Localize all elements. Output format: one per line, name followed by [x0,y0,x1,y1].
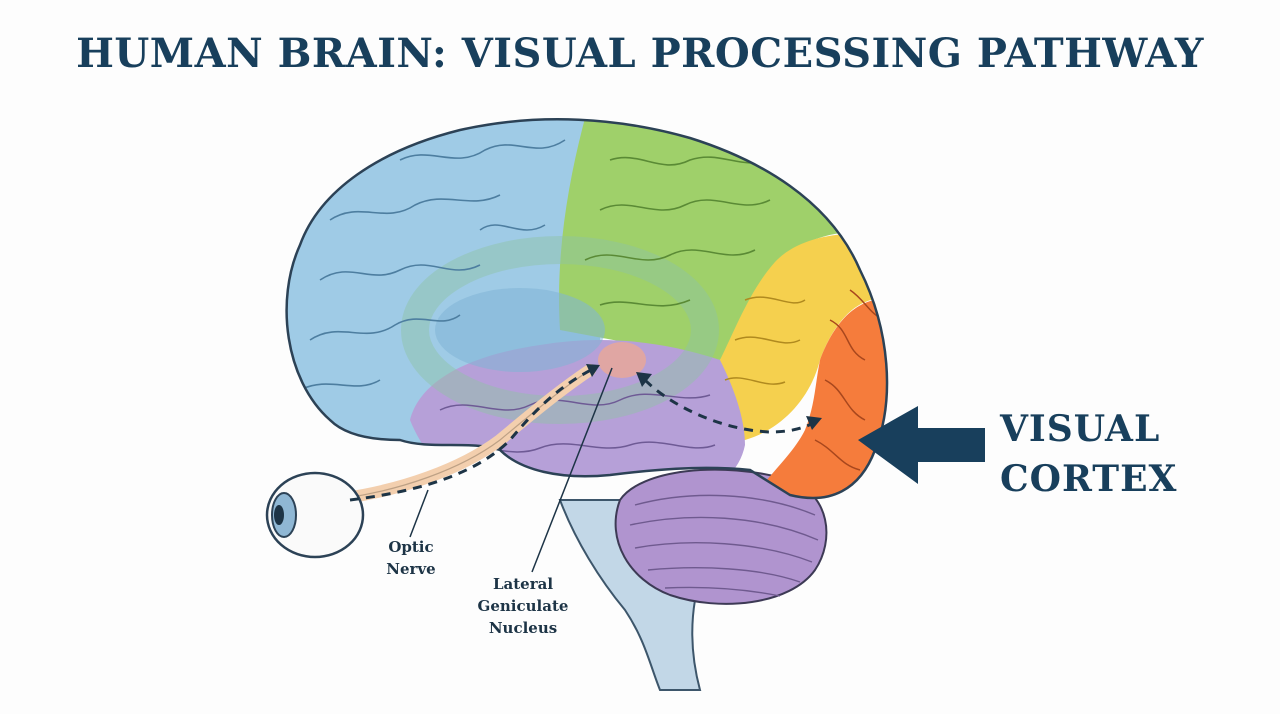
optic-nerve-label: Optic Nerve [386,538,436,578]
visual-cortex-region [740,298,887,498]
visual-cortex-label: VISUAL CORTEX [1000,408,1178,500]
page-title: HUMAN BRAIN: VISUAL PROCESSING PATHWAY [76,30,1204,77]
occipital-upper [700,233,887,440]
lgn-label: Lateral Geniculate Nucleus [477,575,569,637]
cerebellum [614,468,828,605]
pathway-eye-to-lgn [349,366,596,502]
visual-cortex-arrow [858,406,985,484]
eye [265,471,365,559]
lgn-leader [531,367,613,573]
brain-outline [285,118,889,500]
lgn-spot [598,342,646,378]
limbic-ring [401,236,719,424]
optic-nerve-leader [409,489,429,538]
